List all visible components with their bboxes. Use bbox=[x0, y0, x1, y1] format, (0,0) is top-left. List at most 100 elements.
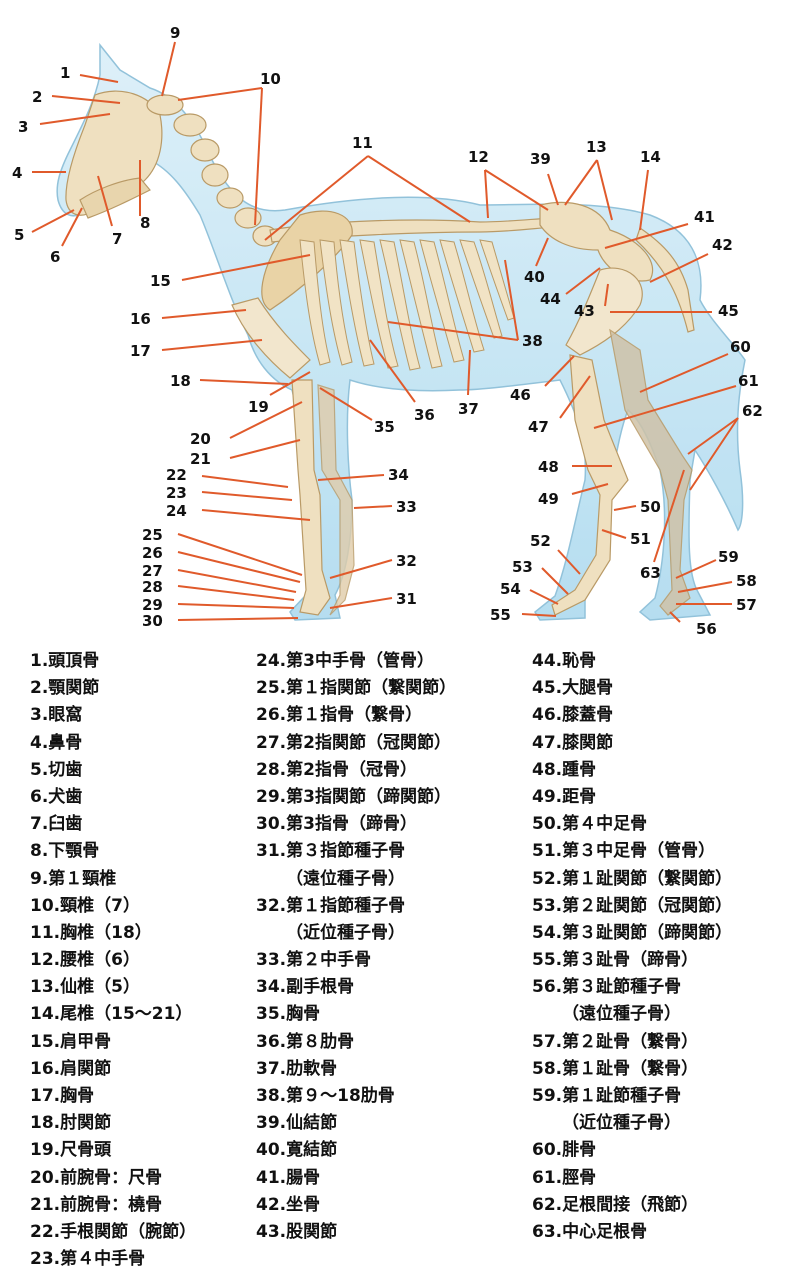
legend-item: 59.第１趾節種子骨 bbox=[532, 1086, 682, 1106]
legend-item: 57.第２趾骨（繋骨） bbox=[532, 1031, 699, 1052]
legend-item: 11.胸椎（18） bbox=[30, 922, 152, 943]
legend-item: 30.第3指骨（蹄骨） bbox=[256, 814, 417, 835]
callout-20: 20 bbox=[190, 430, 211, 448]
hindleg-far bbox=[609, 328, 693, 616]
legend-item: 41.腸骨 bbox=[256, 1167, 321, 1188]
legend-item: 9.第１頸椎 bbox=[30, 868, 117, 889]
legend-item: 21.前腕骨：橈骨 bbox=[30, 1194, 163, 1215]
legend-item: 58.第１趾骨（繋骨） bbox=[532, 1058, 699, 1079]
legend-item: 39.仙結節 bbox=[256, 1113, 338, 1134]
callout-45: 45 bbox=[718, 302, 739, 320]
femur bbox=[565, 267, 643, 356]
callout-47: 47 bbox=[528, 418, 549, 436]
legend-item: 3.眼窩 bbox=[30, 705, 83, 726]
legend-item: 63.中心足根骨 bbox=[532, 1221, 648, 1242]
legend-item-continuation: （遠位種子骨） bbox=[562, 1004, 681, 1025]
legend-item: 32.第１指節種子骨 bbox=[256, 895, 406, 916]
legend-item: 6.犬歯 bbox=[30, 786, 83, 807]
callout-48: 48 bbox=[538, 458, 559, 476]
callout-44: 44 bbox=[540, 290, 561, 308]
pelvis bbox=[539, 201, 654, 282]
callout-37: 37 bbox=[458, 400, 479, 418]
legend-item: 44.恥骨 bbox=[532, 651, 597, 671]
legend-item: 54.第３趾関節（蹄関節） bbox=[532, 922, 733, 943]
legend-item: 16.肩関節 bbox=[30, 1058, 112, 1079]
legend-item: 62.足根間接（飛節） bbox=[532, 1194, 699, 1215]
legend-item: 38.第９～18肋骨 bbox=[256, 1086, 395, 1106]
callout-25: 25 bbox=[142, 526, 163, 544]
callout-41: 41 bbox=[694, 208, 715, 226]
callout-3: 3 bbox=[18, 118, 28, 136]
callout-51: 51 bbox=[630, 530, 651, 548]
legend-item: 47.膝関節 bbox=[532, 732, 614, 753]
legend-item: 31.第３指節種子骨 bbox=[256, 841, 406, 862]
leader-lines bbox=[31, 41, 739, 623]
legend-item: 1.頭頂骨 bbox=[30, 651, 100, 671]
callout-2: 2 bbox=[32, 88, 42, 106]
callout-8: 8 bbox=[140, 214, 150, 232]
callout-11: 11 bbox=[352, 134, 373, 152]
legend-item: 35.胸骨 bbox=[256, 1004, 321, 1025]
legend-column-1: 1.頭頂骨 2.顎関節 3.眼窩 4.鼻骨 5.切歯 6.犬歯 7.臼歯 8.下… bbox=[30, 648, 196, 1273]
legend-item: 53.第２趾関節（冠関節） bbox=[532, 895, 733, 916]
callout-24: 24 bbox=[166, 502, 187, 520]
callout-10: 10 bbox=[260, 70, 281, 88]
legend-item-continuation: （近位種子骨） bbox=[562, 1113, 681, 1134]
legend-item: 50.第４中足骨 bbox=[532, 814, 648, 835]
legend-item: 29.第3指関節（蹄関節） bbox=[256, 786, 451, 807]
legend-item: 19.尺骨頭 bbox=[30, 1140, 112, 1161]
legend-item: 55.第３趾骨（蹄骨） bbox=[532, 950, 699, 971]
legend-item: 7.臼歯 bbox=[30, 814, 83, 835]
callout-53: 53 bbox=[512, 558, 533, 576]
legend-item: 51.第３中足骨（管骨） bbox=[532, 841, 716, 862]
legend-item: 8.下顎骨 bbox=[30, 841, 100, 862]
mandible bbox=[79, 177, 151, 219]
callout-12: 12 bbox=[468, 148, 489, 166]
legend-item: 37.肋軟骨 bbox=[256, 1058, 338, 1079]
callout-21: 21 bbox=[190, 450, 211, 468]
callout-58: 58 bbox=[736, 572, 757, 590]
legend-column-2: 24.第3中手骨（管骨） 25.第１指関節（繋関節） 26.第１指骨（繋骨） 2… bbox=[256, 648, 456, 1246]
legend-item: 20.前腕骨：尺骨 bbox=[30, 1167, 163, 1188]
legend-item: 60.腓骨 bbox=[532, 1140, 597, 1161]
callout-42: 42 bbox=[712, 236, 733, 254]
callout-63: 63 bbox=[640, 564, 661, 582]
legend-item: 52.第１趾関節（繋関節） bbox=[532, 868, 733, 889]
callout-62: 62 bbox=[742, 402, 763, 420]
hindleg-bones bbox=[551, 354, 629, 616]
legend-item: 10.頸椎（7） bbox=[30, 895, 140, 916]
legend-item: 18.肘関節 bbox=[30, 1113, 112, 1134]
callout-50: 50 bbox=[640, 498, 661, 516]
callout-22: 22 bbox=[166, 466, 187, 484]
callout-61: 61 bbox=[738, 372, 759, 390]
callout-30: 30 bbox=[142, 612, 163, 630]
legend-column-3: 44.恥骨 45.大腿骨 46.膝蓋骨 47.膝関節 48.踵骨 49.距骨 5… bbox=[532, 648, 732, 1246]
legend-item: 14.尾椎（15～21） bbox=[30, 1004, 193, 1025]
foreleg-bones bbox=[291, 379, 331, 616]
legend-item: 49.距骨 bbox=[532, 786, 597, 807]
callout-13: 13 bbox=[586, 138, 607, 156]
callout-43: 43 bbox=[574, 302, 595, 320]
callout-31: 31 bbox=[396, 590, 417, 608]
legend-item: 2.顎関節 bbox=[30, 678, 100, 699]
legend-item: 56.第３趾節種子骨 bbox=[532, 977, 682, 998]
callout-28: 28 bbox=[142, 578, 163, 596]
callout-7: 7 bbox=[112, 230, 122, 248]
legend-item: 43.股関節 bbox=[256, 1221, 338, 1242]
legend-item: 15.肩甲骨 bbox=[30, 1031, 112, 1052]
callout-55: 55 bbox=[490, 606, 511, 624]
legend-item-continuation: （遠位種子骨） bbox=[286, 868, 405, 889]
callout-29: 29 bbox=[142, 596, 163, 614]
callout-26: 26 bbox=[142, 544, 163, 562]
legend-item: 61.脛骨 bbox=[532, 1167, 597, 1188]
callout-38: 38 bbox=[522, 332, 543, 350]
legend-item-continuation: （近位種子骨） bbox=[286, 922, 405, 943]
callout-36: 36 bbox=[414, 406, 435, 424]
callout-56: 56 bbox=[696, 620, 717, 638]
callout-52: 52 bbox=[530, 532, 551, 550]
callout-19: 19 bbox=[248, 398, 269, 416]
callout-numbers: 1 2 3 4 5 6 7 8 9 10 11 12 13 14 15 16 1… bbox=[12, 24, 763, 638]
legend-item: 17.胸骨 bbox=[30, 1086, 95, 1106]
callout-23: 23 bbox=[166, 484, 187, 502]
legend-item: 23.第４中手骨 bbox=[30, 1249, 146, 1270]
